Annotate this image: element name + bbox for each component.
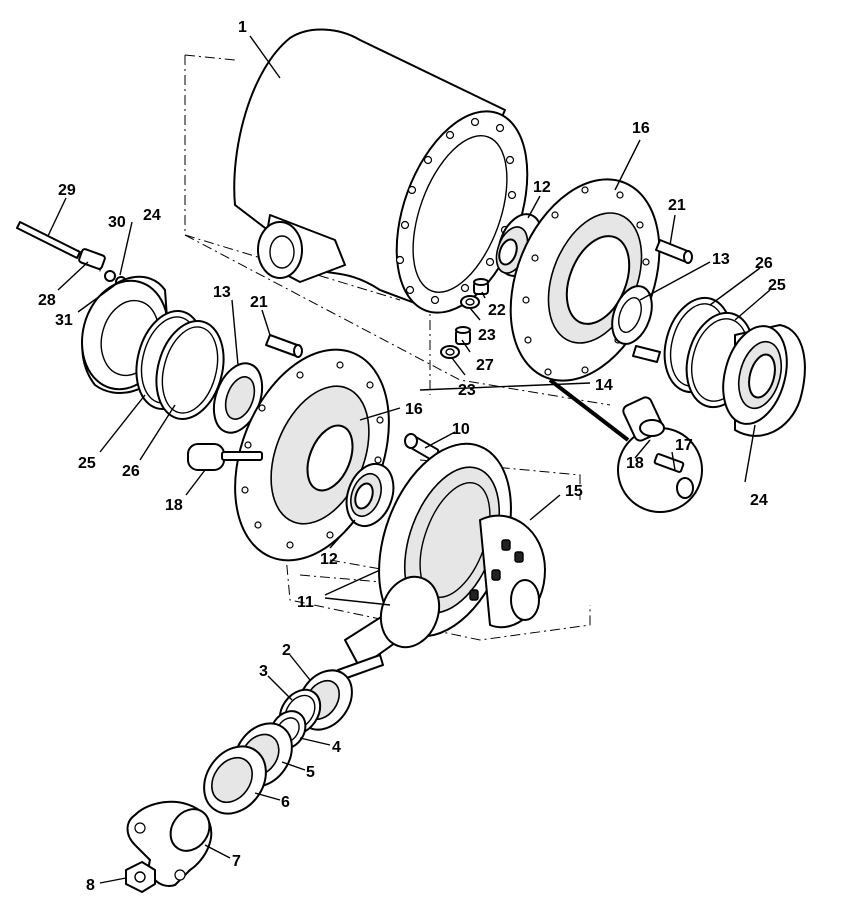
callout-28: 28 (38, 292, 56, 309)
callout-21-left: 21 (250, 294, 268, 311)
o-ring-26-left (155, 319, 225, 421)
adjusting-nut-right (611, 285, 653, 345)
differential-case (469, 514, 546, 629)
callout-10: 10 (452, 421, 470, 438)
callout-5: 5 (306, 764, 315, 781)
callout-13-right: 13 (712, 251, 730, 268)
yoke-7 (126, 800, 213, 887)
axle-housing (233, 28, 529, 314)
washer-23-upper (460, 295, 480, 309)
detail-circle (548, 378, 703, 513)
pin-28 (104, 270, 116, 282)
callout-2: 2 (282, 642, 291, 659)
callout-30: 30 (108, 214, 126, 231)
callout-25-right: 25 (768, 277, 786, 294)
callout-12-lower: 12 (320, 551, 338, 568)
callout-12-upper: 12 (533, 179, 551, 196)
callout-26-right: 26 (755, 255, 773, 272)
callout-8: 8 (86, 877, 95, 894)
callout-3: 3 (259, 663, 268, 680)
callout-29: 29 (58, 182, 76, 199)
callout-24-left: 24 (143, 207, 161, 224)
callout-23-upper: 23 (478, 327, 496, 344)
washer-23-lower (440, 345, 460, 359)
bearing-lower (345, 463, 395, 527)
threaded-rod-29 (16, 221, 81, 259)
callout-25-left: 25 (78, 455, 96, 472)
callout-23-lower: 23 (458, 382, 476, 399)
callout-14: 14 (595, 377, 613, 394)
plug-27 (455, 326, 471, 345)
callout-6: 6 (281, 794, 290, 811)
pin-21-left (265, 334, 303, 358)
leader-lines (47, 35, 771, 884)
bolt-10 (404, 433, 440, 461)
sensor-18-left (187, 443, 263, 471)
callout-18-left: 18 (165, 497, 183, 514)
callout-15: 15 (565, 483, 583, 500)
callout-24-right: 24 (750, 492, 768, 509)
callout-26-left: 26 (122, 463, 140, 480)
callout-27: 27 (476, 357, 494, 374)
callout-22: 22 (488, 302, 506, 319)
callout-18-right: 18 (626, 455, 644, 472)
callout-16-right: 16 (632, 120, 650, 137)
callout-16-left: 16 (405, 401, 423, 418)
plug-22 (473, 278, 489, 295)
callout-13-left: 13 (213, 284, 231, 301)
callout-4: 4 (332, 739, 341, 756)
callout-17: 17 (675, 437, 693, 454)
callout-21-right: 21 (668, 197, 686, 214)
callouts: 1 12 16 21 13 26 25 22 23 27 23 14 15 17… (38, 19, 786, 894)
pinion-shaft (337, 575, 441, 681)
callout-31: 31 (55, 312, 73, 329)
bearing-cap-24-right (722, 324, 806, 437)
callout-11: 11 (297, 594, 314, 611)
pin-right-lower (632, 345, 661, 363)
callout-7: 7 (232, 853, 241, 870)
nut-8 (125, 861, 156, 893)
seal-6 (203, 745, 267, 815)
callout-1: 1 (238, 19, 247, 36)
pin-21-right (655, 239, 693, 264)
adjusting-nut-left (212, 362, 264, 434)
